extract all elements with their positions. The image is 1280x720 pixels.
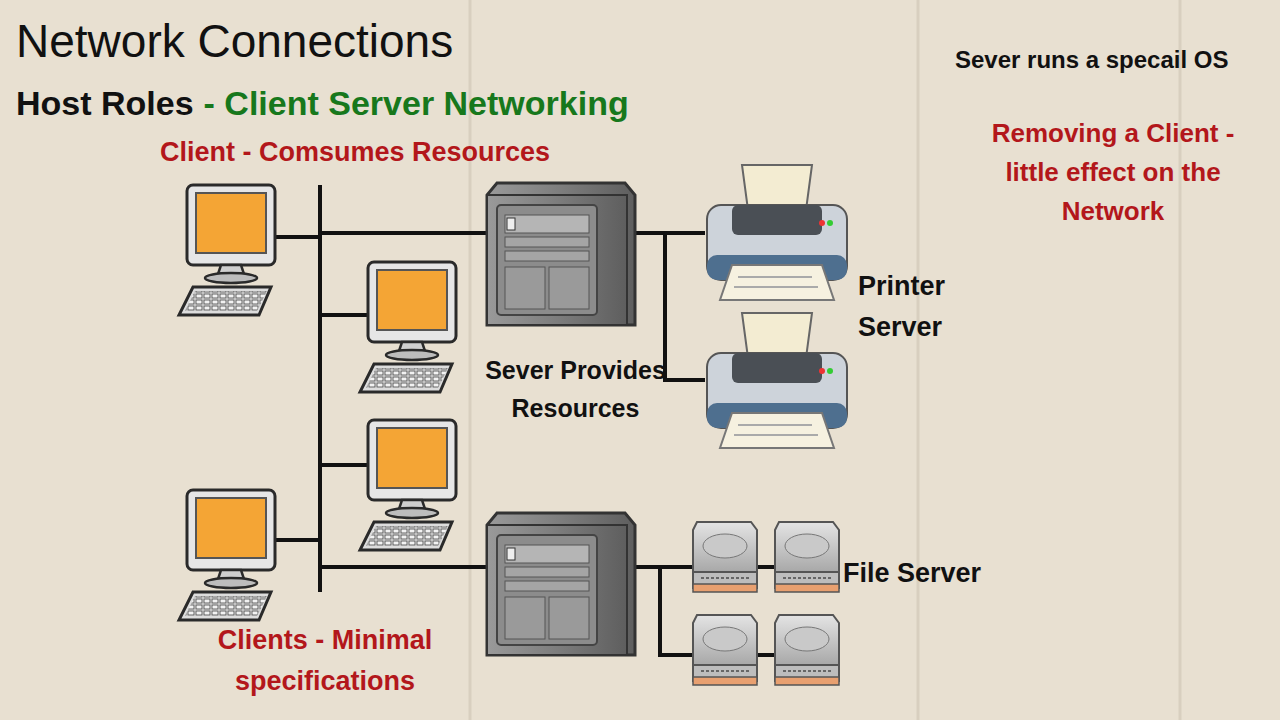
subtitle-part: - Client Server Networking [204,78,629,129]
client-computer [360,420,456,550]
subtitle-part: Host Roles [16,78,194,129]
printer-server-label: Printer Server [858,266,978,347]
client-computer [179,185,275,315]
client-computer [179,490,275,620]
hard-disk-icon [775,615,839,685]
printer-icon [707,165,847,300]
page-title: Network Connections [16,14,453,69]
printer-icon [707,313,847,448]
file-server-tower [487,513,635,655]
client-note: Client - Comsumes Resources [160,132,550,173]
server-os-note: Sever runs a specail OS [955,42,1228,78]
hard-disk-icon [693,522,757,592]
file-server-label: File Server [843,553,981,594]
print-server-tower [487,183,635,325]
client-computer [360,262,456,392]
removal-note: Removing a Client - little effect on the… [963,114,1263,231]
hard-disk-icon [775,522,839,592]
clients-note: Clients - Minimal specifications [190,620,460,701]
hard-disk-icon [693,615,757,685]
server-note: Sever Provides Resources [468,352,683,427]
